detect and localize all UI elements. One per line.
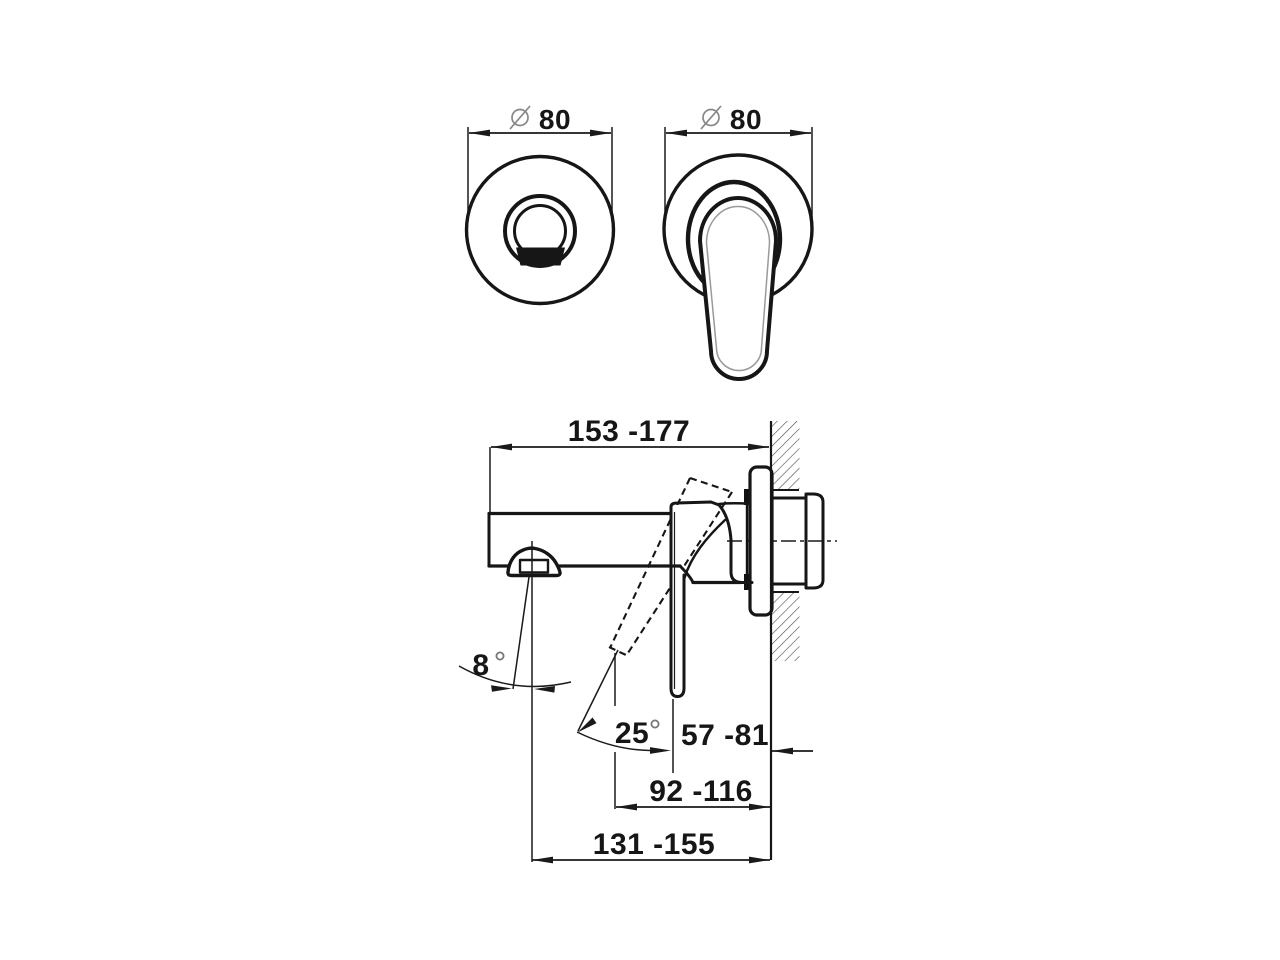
spout-side: [487, 511, 682, 578]
arrowhead-icon: [577, 717, 597, 733]
wall-hatching: [771, 592, 800, 661]
dim-label-handle-to-wall: 57 -81: [681, 719, 769, 752]
arrowhead-icon: [534, 686, 555, 693]
body-top-edge: [717, 501, 752, 506]
arrowhead-icon: [790, 129, 811, 137]
arrowhead-icon: [532, 856, 553, 864]
arrowhead-icon: [749, 803, 770, 811]
dim-label-spray-angle: 8: [472, 649, 489, 682]
arrowhead-icon: [748, 443, 769, 451]
arrowhead-icon: [491, 443, 512, 451]
wall-hatching: [771, 421, 800, 490]
aerator-slot: [518, 558, 550, 574]
arrowhead-icon: [666, 129, 687, 137]
diameter-symbol-icon: [509, 105, 531, 130]
arrowhead-icon: [749, 856, 770, 864]
in-wall-body: [727, 492, 837, 590]
dim-spray-angle: 8: [458, 541, 572, 862]
dim-label-lever-angle: 25: [615, 717, 649, 750]
diameter-symbol-icon: [700, 105, 722, 130]
spout-front-view: 80: [464, 104, 616, 306]
degree-icon: [495, 651, 505, 661]
spray-angle-line: [512, 576, 530, 690]
wall-escutcheon-assembly: [744, 465, 774, 617]
dim-spout-reach: 153 -177: [489, 415, 769, 512]
cartridge-cap-outline: [669, 500, 754, 584]
lever-handle-side: [669, 505, 686, 698]
dim-label-spout-reach: 153 -177: [568, 415, 690, 448]
side-view: 153 -177 8 25 57 -81: [458, 415, 837, 864]
lever-angle-line: [577, 649, 619, 732]
dim-handle-to-wall: 57 -81: [650, 699, 813, 773]
arrowhead-icon: [491, 685, 512, 692]
lever-handle-front: [698, 196, 778, 381]
handle-front-view: 80: [662, 104, 814, 381]
dim-label-handle-diameter: 80: [730, 104, 762, 135]
dim-lever-angle: 25: [576, 649, 660, 752]
spout-outlet-slot: [516, 247, 565, 266]
arrowhead-icon: [650, 747, 671, 754]
mixer-body-side: [669, 500, 754, 585]
dim-label-aerator-to-wall: 131 -155: [593, 828, 715, 861]
arrowhead-icon: [772, 747, 793, 755]
arrowhead-icon: [469, 129, 490, 137]
dim-label-lever-tip-to-wall: 92 -116: [649, 775, 753, 808]
angle-arc: [576, 731, 651, 752]
wall-section: [771, 421, 800, 661]
body-neck-curve: [683, 518, 727, 580]
dim-aerator-to-wall: 131 -155: [532, 828, 770, 864]
dim-label-spout-diameter: 80: [539, 104, 571, 135]
lever-handle-inner-edge: [705, 205, 771, 372]
arrowhead-icon: [590, 129, 611, 137]
degree-icon: [650, 719, 660, 729]
angle-arc: [458, 665, 572, 688]
arrowhead-icon: [616, 803, 637, 811]
side-escutcheon: [748, 465, 774, 617]
dim-lever-tip-to-wall: 92 -116: [614, 752, 770, 811]
lever-blade-outline: [669, 506, 686, 698]
